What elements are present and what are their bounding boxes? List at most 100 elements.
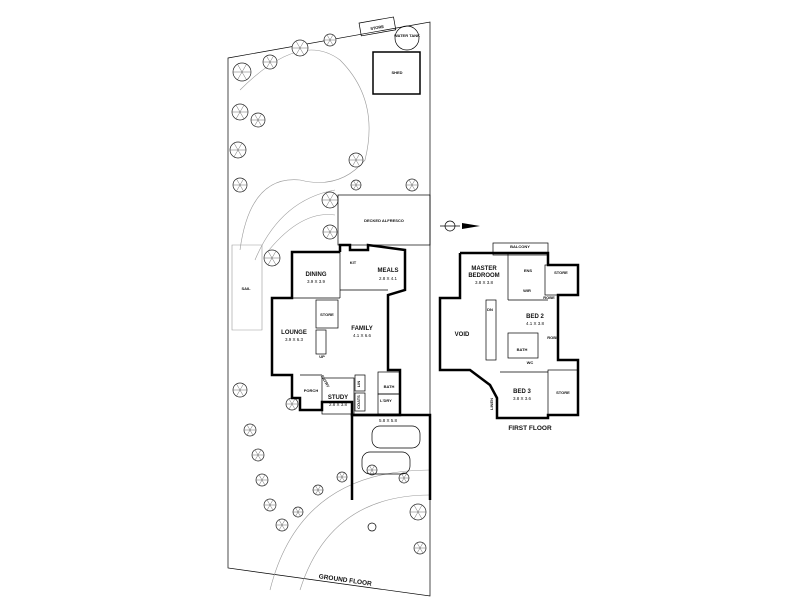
tree-branch: [267, 250, 273, 259]
tree-branch: [266, 504, 271, 511]
tree-branch: [403, 477, 407, 483]
tree-branch: [326, 231, 331, 239]
study-label: STUDY: [328, 395, 348, 401]
tree-branch: [291, 403, 296, 410]
tree-branch: [254, 119, 259, 127]
fountain: [367, 522, 377, 532]
tree-branch: [325, 199, 331, 208]
tree-branch: [246, 429, 251, 436]
bed2-label: BED 2: [526, 314, 544, 320]
tree-branch: [329, 199, 335, 208]
tree-branch: [236, 184, 241, 192]
tree-branch: [413, 511, 419, 520]
tree-branch: [236, 178, 241, 186]
tree-branch: [235, 111, 241, 120]
sail-label: SAIL: [241, 286, 251, 291]
tree-branch: [297, 511, 301, 517]
dining-dim: 3.9 X 3.9: [307, 279, 326, 284]
tree-branch: [419, 542, 424, 549]
tree-branch: [416, 547, 421, 554]
tree-branch: [267, 257, 273, 266]
tree-branch: [233, 149, 239, 158]
ground-floor-title: GROUND FLOOR: [318, 573, 372, 587]
garden-path-2: [254, 189, 336, 261]
tree-branch: [239, 389, 244, 397]
tree-branch: [271, 250, 277, 259]
tree-branch: [257, 454, 262, 461]
tree-branch: [353, 180, 357, 186]
first-floor-title: FIRST FLOOR: [508, 425, 552, 432]
tree-branch: [411, 179, 416, 186]
garage-dim: 5.8 X 5.8: [379, 418, 398, 423]
tree-branch: [352, 153, 357, 161]
bed2-dim: 4.1 X 3.8: [526, 321, 545, 326]
tree-branch: [257, 113, 262, 121]
tree-branch: [233, 142, 239, 151]
tree-branch: [266, 499, 271, 506]
tree-branch: [417, 511, 423, 520]
tree-branch: [329, 34, 334, 41]
tree-branch: [236, 389, 241, 397]
family-label: FAMILY: [351, 326, 372, 332]
tree-branch: [246, 424, 251, 431]
dn-label: DN: [487, 307, 493, 312]
trees: [229, 33, 427, 555]
tree-branch: [326, 34, 331, 41]
tree-branch: [352, 159, 357, 167]
tree-branch: [419, 547, 424, 554]
master-dim: 3.8 X 3.8: [475, 280, 494, 285]
tree-branch: [288, 398, 293, 405]
tree-branch: [257, 449, 262, 456]
shed-outline: [372, 51, 421, 95]
tree-branch: [329, 39, 334, 46]
tree-branch: [236, 383, 241, 391]
tree-branch: [237, 142, 243, 151]
tree-branch: [237, 71, 243, 80]
stairs: [485, 299, 497, 361]
tree-branch: [329, 231, 334, 239]
coats-outline: [354, 392, 366, 412]
store2-label: STORE: [556, 390, 570, 395]
tree-branch: [235, 104, 241, 113]
tree-branch: [411, 184, 416, 191]
tree-branch: [355, 153, 360, 161]
bed3-dim: 3.8 X 3.6: [513, 396, 532, 401]
tree-branch: [266, 61, 271, 69]
tree-branch: [239, 178, 244, 186]
tree-branch: [281, 519, 286, 526]
meals-label: MEALS: [378, 268, 399, 274]
void-label: VOID: [455, 332, 470, 338]
tree-branch: [269, 504, 274, 511]
car-icon: [371, 425, 421, 449]
tree-branch: [291, 398, 296, 405]
tree-branch: [401, 477, 405, 483]
bath-label: BATH: [517, 347, 528, 352]
study-outline: [321, 377, 355, 415]
car-icon: [361, 451, 411, 475]
laundry-outline: [377, 393, 401, 415]
tree-branch: [258, 474, 263, 481]
tree-branch: [241, 71, 247, 80]
store1-label: STORE: [554, 270, 568, 275]
tree-branch: [241, 64, 247, 73]
tree-branch: [315, 485, 319, 491]
coats-label: COATS: [356, 395, 361, 409]
shed-label: SHED: [391, 70, 402, 75]
tree-branch: [326, 225, 331, 233]
tree-branch: [416, 542, 421, 549]
wir-label: WIR: [523, 288, 531, 293]
linen-outline: [354, 374, 366, 392]
tree-branch: [355, 184, 359, 190]
tree-branch: [317, 489, 321, 495]
tree-branch: [261, 479, 266, 486]
tree-branch: [329, 225, 334, 233]
stairs: [315, 329, 327, 355]
tree-branch: [339, 476, 343, 482]
lounge-label: LOUNGE: [281, 330, 307, 336]
laundry-label: L'DRY: [380, 398, 392, 403]
tree-branch: [297, 507, 301, 513]
north-arrow-icon: [440, 220, 480, 232]
tree-branch: [278, 519, 283, 526]
tree-branch: [249, 424, 254, 431]
tree-branch: [249, 429, 254, 436]
